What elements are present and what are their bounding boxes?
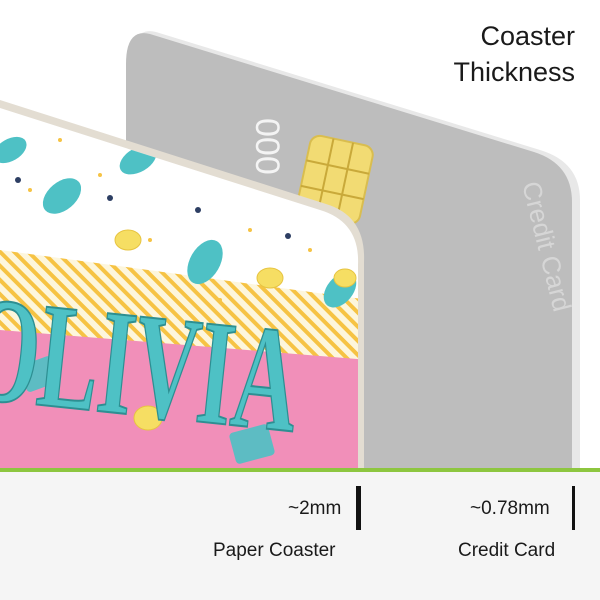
pink-band [0, 330, 359, 470]
coaster-measure: ~2mm [288, 498, 342, 519]
coaster-thickness-bar [356, 486, 361, 530]
card-label: Credit Card [458, 540, 556, 561]
card-thickness-bar [572, 486, 575, 530]
card-number-text: 000 [248, 118, 286, 175]
page-heading: Coaster Thickness [453, 18, 575, 90]
heading-line-2: Thickness [453, 57, 575, 87]
card-measure: ~0.78mm [470, 498, 550, 519]
lemon-icon [114, 229, 357, 431]
stripe-band [0, 250, 359, 380]
comparison-panel [0, 468, 600, 600]
coaster-label: Paper Coaster [213, 540, 336, 561]
coaster-name-text: OLIVIA [0, 265, 307, 465]
heading-line-1: Coaster [480, 21, 575, 51]
drink-icon [19, 356, 275, 464]
